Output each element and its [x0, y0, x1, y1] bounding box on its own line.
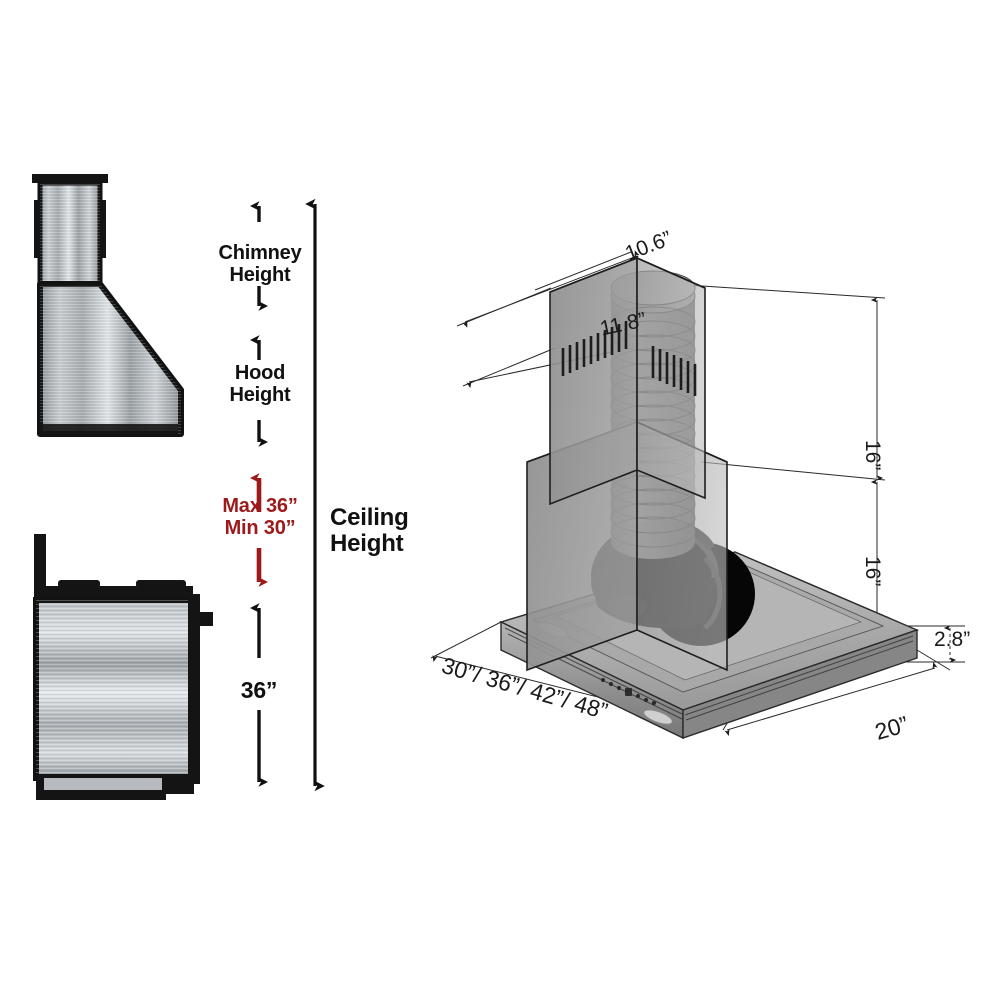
label-hood-height: Hood Height: [229, 362, 291, 406]
height-dimension-arrows: [228, 190, 298, 800]
range-side-profile: [18, 528, 228, 806]
label-hood-to-cooktop: Max 36” Min 30”: [222, 495, 298, 539]
dim-chimney-lower-16: 16”: [861, 556, 884, 587]
hood-3d-dimension-view: [405, 230, 1000, 790]
vent-slots-lower: [651, 346, 697, 396]
label-chimney-height: Chimney Height: [218, 242, 302, 286]
dim-canopy-height: 2.8”: [934, 628, 971, 651]
label-ceiling-height: Ceiling Height: [330, 504, 409, 557]
dim-chimney-upper-16: 16”: [861, 440, 884, 471]
led-light-right: [643, 709, 673, 725]
ceiling-height-arrow: [300, 190, 330, 800]
vent-slots-upper: [561, 321, 628, 376]
label-cooktop-height: 36”: [240, 677, 278, 703]
hood-side-profile: [18, 172, 208, 472]
chimney-upper-flue: [549, 256, 706, 506]
control-panel: [600, 677, 673, 725]
